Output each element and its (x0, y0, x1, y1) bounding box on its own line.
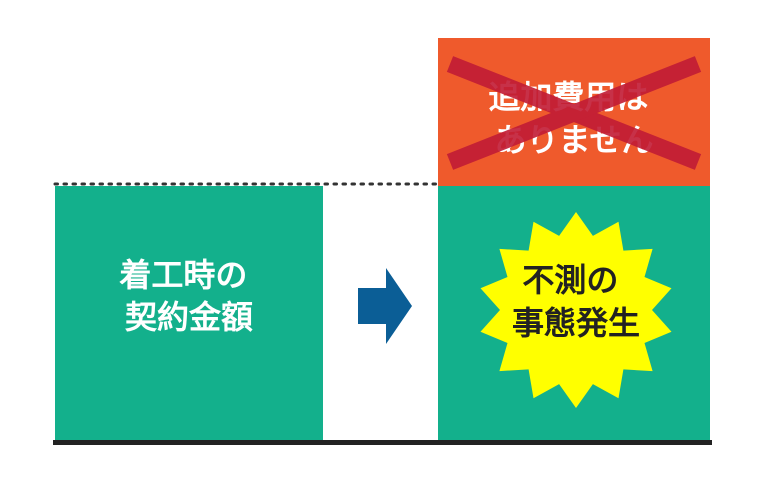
cross-out-mark (446, 56, 702, 170)
starburst-line-1: 不測の (522, 261, 618, 299)
right-arrow-icon (358, 268, 412, 344)
left-box-text: 着工時の 契約金額 (118, 256, 258, 336)
cross-stroke-2 (446, 56, 702, 170)
baseline (53, 440, 712, 445)
starburst-icon (480, 212, 672, 408)
left-box-line-1: 着工時の (118, 256, 247, 294)
left-box-line-2: 契約金額 (125, 298, 253, 336)
starburst-text: 不測の 事態発生 (512, 261, 640, 342)
left-contract-box (55, 186, 323, 442)
starburst-line-2: 事態発生 (512, 304, 640, 342)
